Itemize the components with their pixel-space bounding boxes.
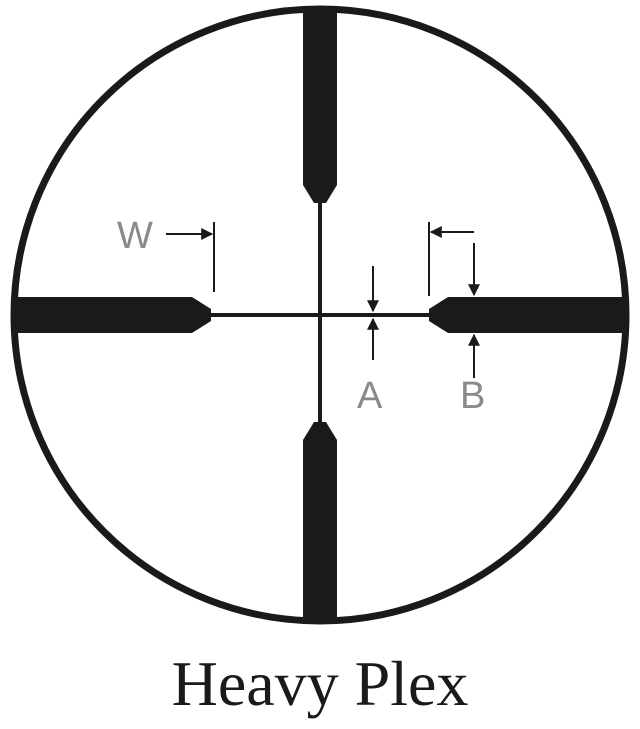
- w-label: W: [117, 215, 153, 257]
- b-label: B: [460, 375, 485, 417]
- bottom-post: [303, 422, 337, 624]
- fine-horizontal-line: [211, 313, 429, 317]
- a-label: A: [357, 375, 383, 417]
- right-post: [429, 297, 626, 333]
- left-post: [14, 297, 211, 333]
- diagram-title: Heavy Plex: [172, 648, 469, 719]
- fine-vertical-line: [318, 203, 322, 422]
- top-post: [303, 6, 337, 203]
